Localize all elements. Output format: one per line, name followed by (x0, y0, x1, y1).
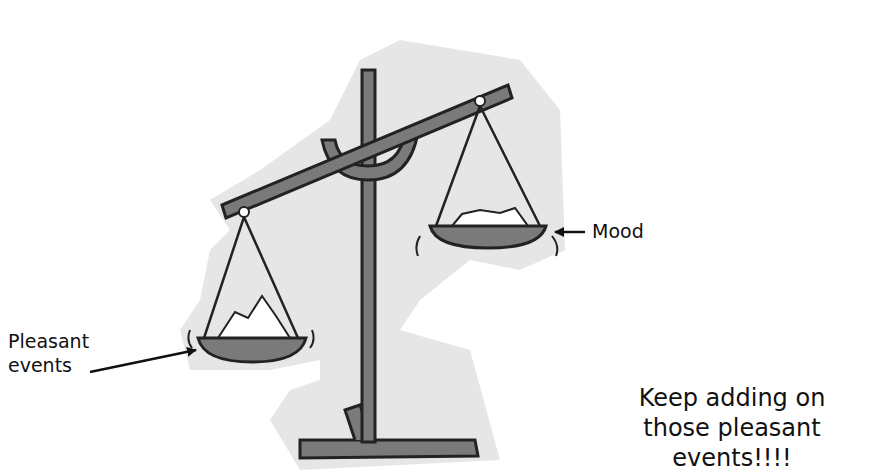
scale-base (300, 440, 478, 458)
motion-lines (188, 330, 313, 348)
scale-post (362, 70, 375, 442)
halo (180, 40, 565, 470)
left-contents (218, 296, 290, 338)
hook (239, 207, 249, 217)
left-strings (204, 217, 298, 338)
hook (475, 96, 485, 106)
right-strings (436, 106, 540, 226)
left-pan (198, 338, 306, 362)
part-label: Mood (592, 220, 682, 244)
leader-arrow (90, 350, 196, 372)
motion-lines (416, 236, 557, 256)
right-contents (452, 208, 528, 226)
leader-arrow (555, 231, 585, 234)
part-label: Pleasant events (8, 330, 100, 378)
scale-beam (222, 85, 512, 218)
right-pan (430, 226, 546, 248)
note-text: Keep adding on those pleasant events!!!! (612, 383, 852, 473)
